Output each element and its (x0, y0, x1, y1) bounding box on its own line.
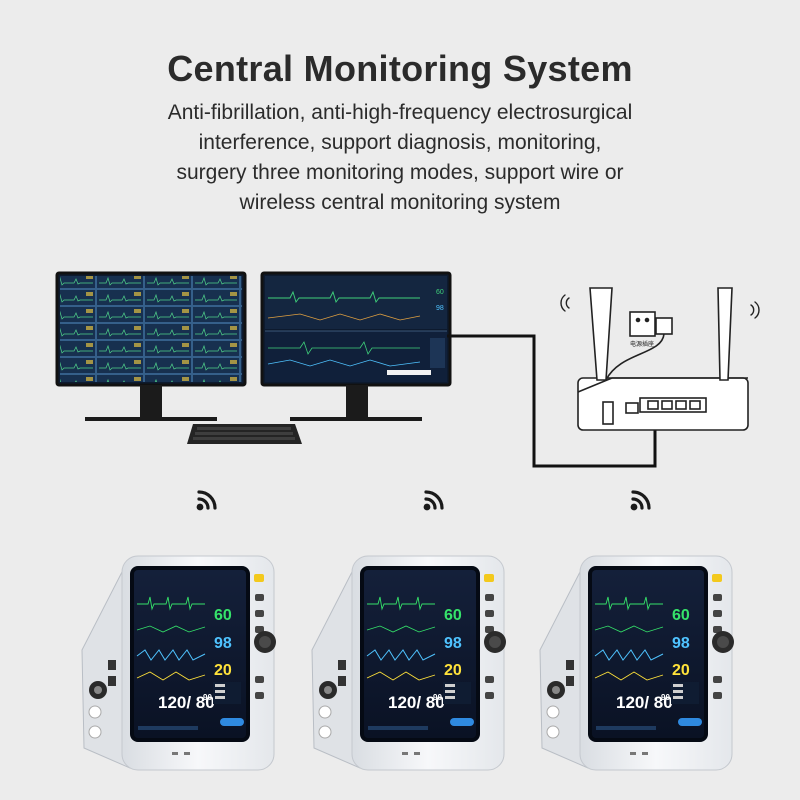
spo2-value: 98 (214, 635, 232, 652)
description-line: wireless central monitoring system (239, 191, 561, 214)
svg-text:98: 98 (436, 305, 444, 312)
wifi-signal-icon (628, 490, 651, 512)
nibp-value: 120/ 80 (158, 693, 215, 712)
nibp-value: 120/ 80 (616, 693, 673, 712)
spo2-value: 98 (672, 635, 690, 652)
svg-text:60: 60 (436, 289, 444, 296)
resp-value: 20 (444, 662, 462, 679)
wifi-signal-icon (195, 490, 217, 512)
description-line: surgery three monitoring modes, support … (176, 161, 624, 184)
spo2-value: 98 (444, 635, 462, 652)
resp-value: 20 (214, 662, 232, 679)
page-description: Anti-fibrillation, anti-high-frequency e… (100, 98, 700, 218)
description-line: Anti-fibrillation, anti-high-frequency e… (167, 101, 633, 124)
heart-rate-value: 60 (444, 607, 462, 624)
router-wireless-icon (560, 294, 760, 319)
resp-value: 20 (672, 662, 690, 679)
wifi-signal-icon (422, 490, 444, 512)
page-title: Central Monitoring System (167, 48, 633, 89)
router-icon (577, 287, 749, 431)
network-cable (447, 334, 657, 468)
power-socket-label: 电源插座 (630, 340, 654, 348)
map-value: 90 (203, 693, 212, 702)
central-station-monitor-right: 60 98 (260, 271, 452, 421)
nibp-value: 120/ 80 (388, 693, 445, 712)
description-line: interference, support diagnosis, monitor… (198, 131, 602, 154)
keyboard-icon (187, 424, 302, 444)
map-value: 90 (433, 693, 442, 702)
central-station-monitor-left (55, 271, 247, 421)
map-value: 90 (661, 693, 670, 702)
heart-rate-value: 60 (214, 607, 232, 624)
heart-rate-value: 60 (672, 607, 690, 624)
